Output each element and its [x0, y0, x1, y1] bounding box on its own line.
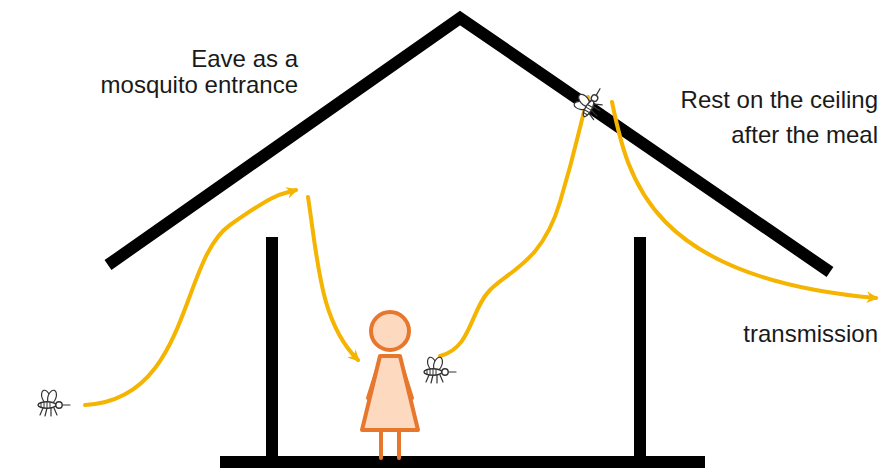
mosquito-icon	[570, 81, 609, 122]
mosquito-icon	[424, 356, 456, 383]
mosquito-icon	[38, 389, 70, 416]
annotation-label: Rest on the ceiling after the meal	[658, 82, 878, 152]
person-figure	[362, 312, 418, 458]
annotation-label: transmission	[658, 320, 878, 348]
annotation-label: Eave as a mosquito entrance	[93, 46, 298, 98]
